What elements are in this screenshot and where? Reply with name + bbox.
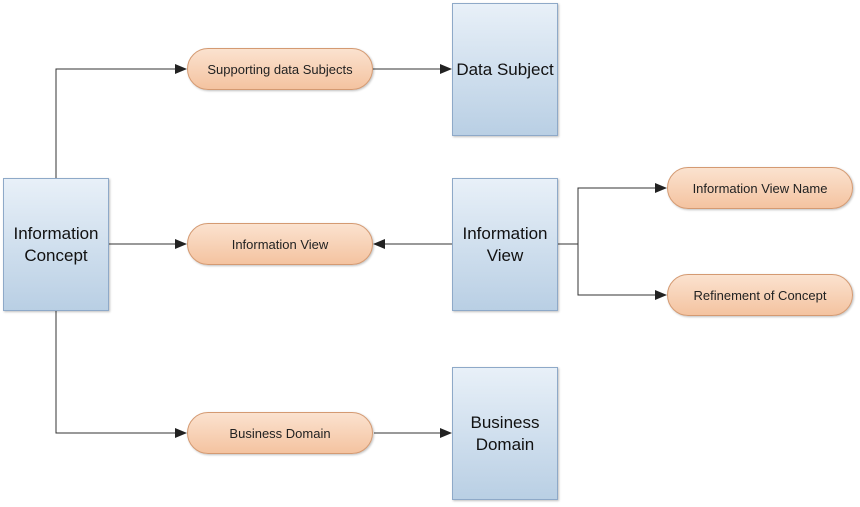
box-information-concept[interactable]: Information Concept [3, 178, 109, 311]
edge-view-to-name [577, 183, 667, 244]
box-information-view[interactable]: Information View [452, 178, 558, 311]
relation-information-view-label: Information View [231, 236, 329, 252]
box-business-domain-label: Business Domain [470, 412, 540, 454]
relation-information-view-name-label: Information View Name [692, 180, 828, 196]
relation-information-view-name[interactable]: Information View Name [667, 167, 853, 209]
edge-concept-to-supporting [55, 64, 187, 178]
box-information-concept-label: Information Concept [13, 223, 99, 265]
edge-concept-to-business-relation [55, 311, 187, 438]
relation-business-domain[interactable]: Business Domain [187, 412, 373, 454]
box-data-subject-label: Data Subject [456, 59, 554, 79]
relation-business-domain-label: Business Domain [229, 425, 331, 441]
relation-information-view[interactable]: Information View [187, 223, 373, 265]
box-information-view-label: Information View [462, 223, 548, 265]
relation-supporting-data-subjects-label: Supporting data Subjects [207, 61, 353, 77]
relation-refinement-of-concept-label: Refinement of Concept [693, 287, 827, 303]
edge-view-to-refinement [577, 244, 667, 300]
relation-refinement-of-concept[interactable]: Refinement of Concept [667, 274, 853, 316]
relation-supporting-data-subjects[interactable]: Supporting data Subjects [187, 48, 373, 90]
box-business-domain[interactable]: Business Domain [452, 367, 558, 500]
box-data-subject[interactable]: Data Subject [452, 3, 558, 136]
